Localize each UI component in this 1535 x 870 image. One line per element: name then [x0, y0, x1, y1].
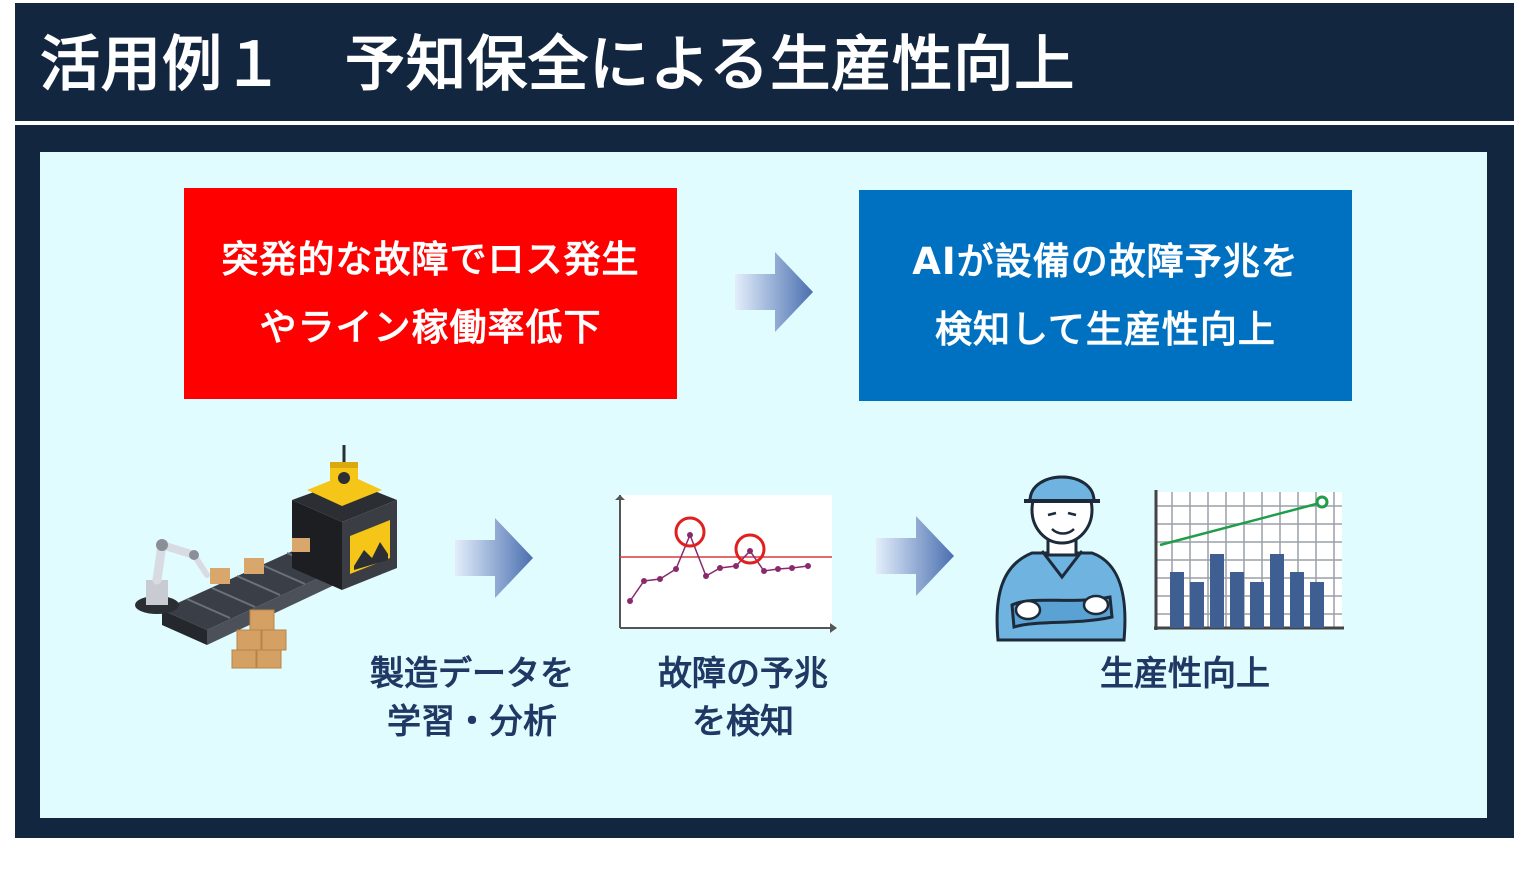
- step-caption-line-2: を検知: [692, 702, 794, 742]
- arrow-right-icon: [455, 518, 533, 598]
- arrow-right-icon: [735, 252, 813, 332]
- worker-icon: [995, 475, 1127, 642]
- step-caption-detect: 故障の予兆 を検知: [628, 650, 858, 746]
- solution-line-1: AIが設備の故障予兆を: [912, 239, 1299, 283]
- header-divider: [15, 121, 1514, 125]
- step-caption-learn: 製造データを 学習・分析: [342, 650, 602, 746]
- page-title: 活用例１ 予知保全による生産性向上: [40, 30, 1076, 100]
- step-caption-line-1: 故障の予兆: [658, 654, 828, 694]
- solution-box: AIが設備の故障予兆を 検知して生産性向上: [859, 190, 1352, 401]
- problem-line-1: 突発的な故障でロス発生: [221, 237, 640, 281]
- factory-conveyor-icon: [135, 445, 397, 669]
- growth-bar-chart-icon: [1154, 490, 1344, 630]
- anomaly-line-chart-icon: [615, 495, 837, 633]
- solution-line-2: 検知して生産性向上: [935, 307, 1276, 351]
- arrow-right-icon: [876, 516, 954, 596]
- step-caption-line-1: 製造データを: [370, 654, 574, 694]
- problem-box: 突発的な故障でロス発生 やライン稼働率低下: [184, 188, 677, 399]
- problem-line-2: やライン稼働率低下: [259, 305, 602, 349]
- step-caption-productivity: 生産性向上: [1075, 650, 1295, 698]
- step-caption-line-2: 学習・分析: [387, 702, 557, 742]
- step-caption-line-1: 生産性向上: [1100, 654, 1270, 694]
